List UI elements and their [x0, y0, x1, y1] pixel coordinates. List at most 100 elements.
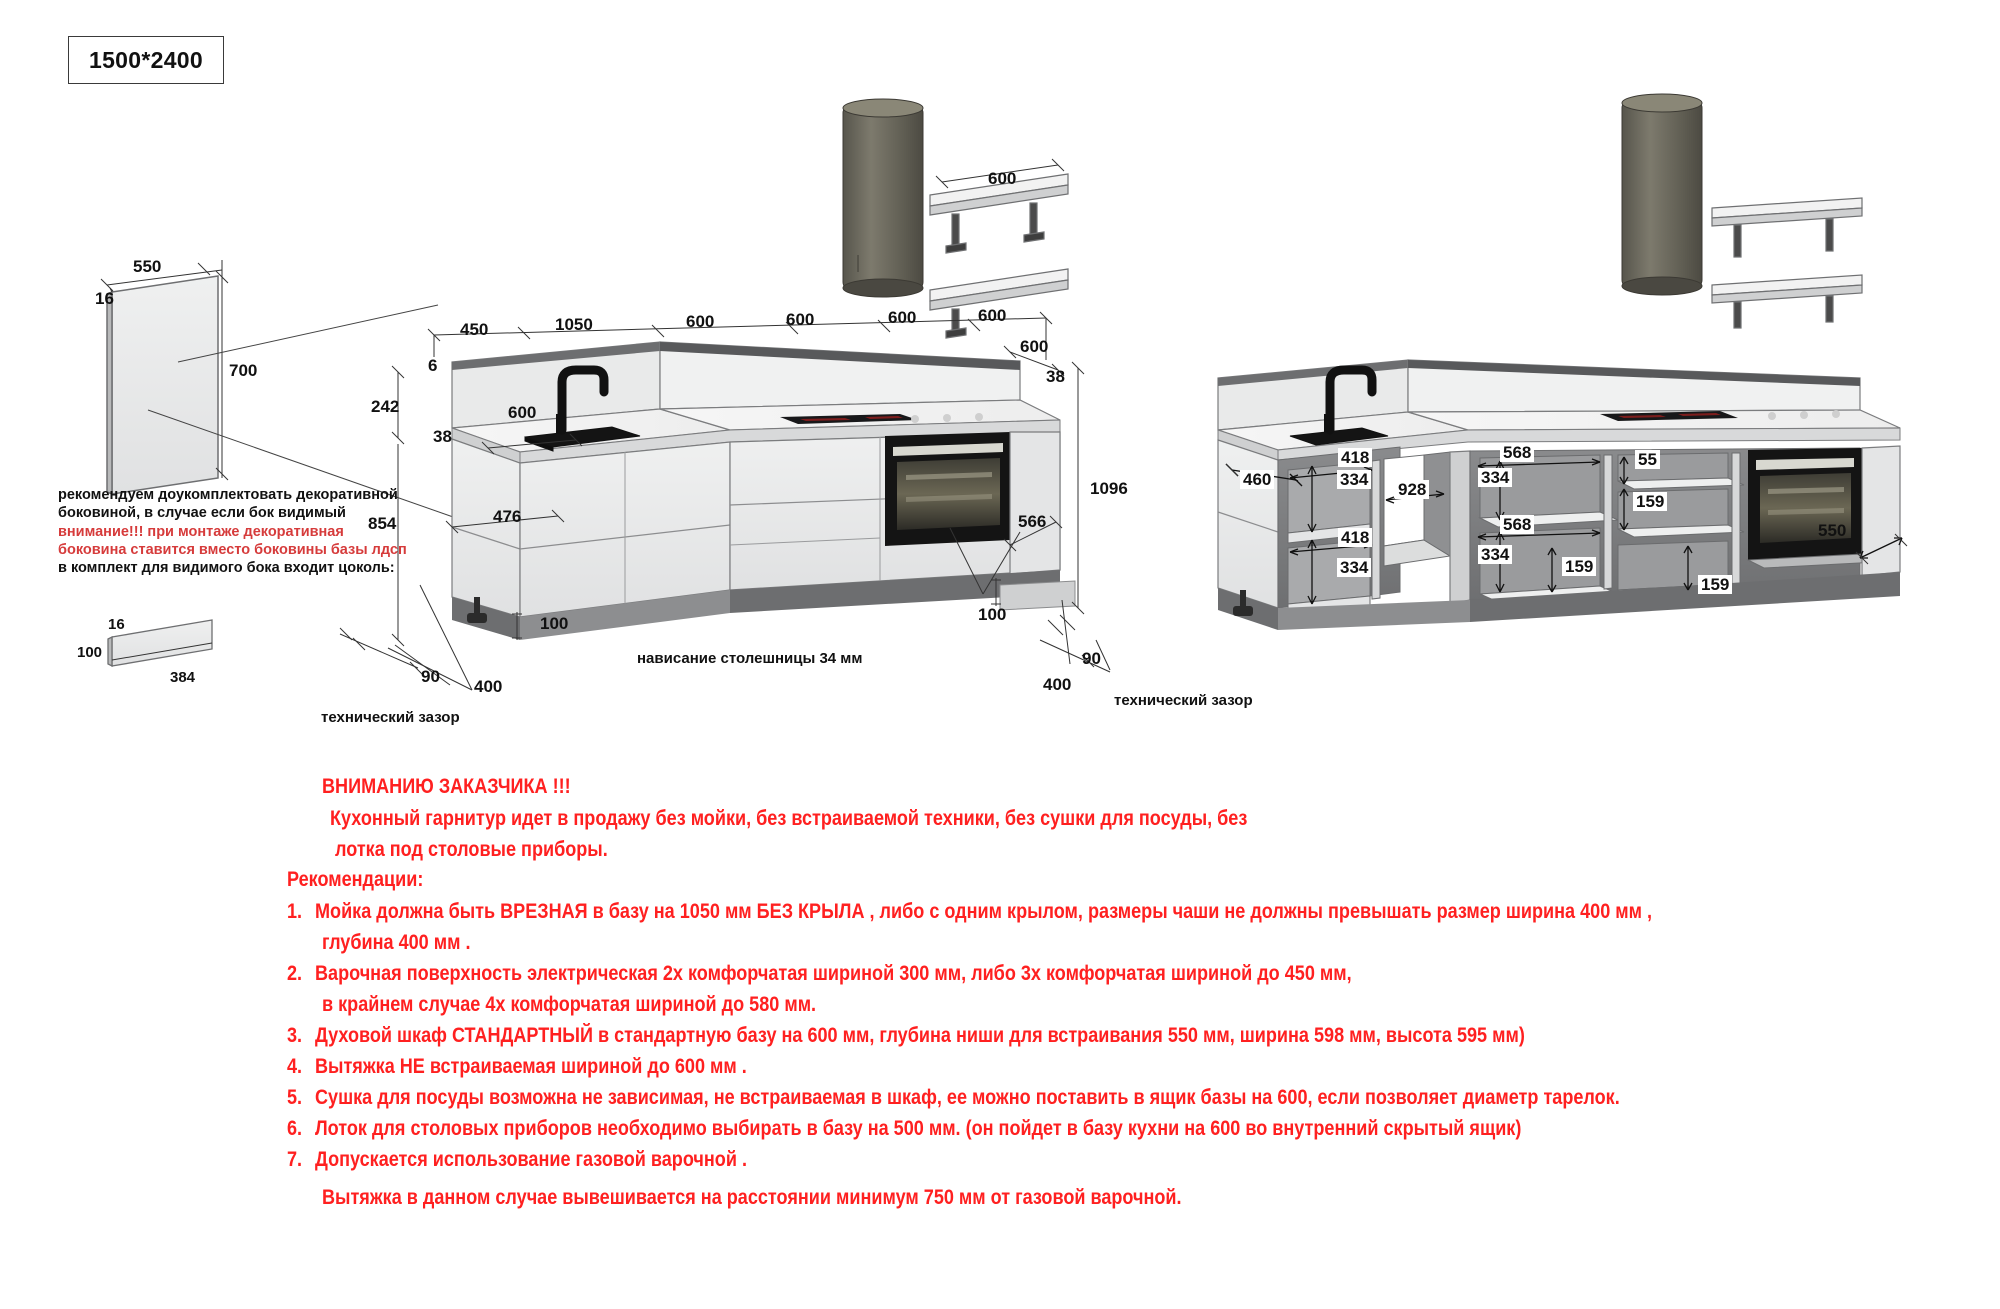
right-dim-334-top: 334	[1337, 470, 1372, 489]
left-dim-854: 854	[368, 514, 397, 533]
corner-void	[1383, 454, 1425, 547]
tech-gap-label-left: технический зазор	[321, 709, 460, 726]
rec-7-line-1: Допускается использование газовой варочн…	[315, 1148, 747, 1171]
drawing-title-box: 1500*2400	[68, 36, 224, 84]
panel-height-dim: 700	[229, 361, 258, 380]
cooktop-right	[1600, 411, 1738, 421]
left-dim-38-left: 38	[433, 427, 452, 446]
left-dim-1050: 1050	[555, 315, 593, 334]
panel-width-dim: 550	[133, 257, 162, 276]
hood-width-dim: 600	[988, 169, 1017, 188]
note-line-5: в комплект для видимого бока входит цоко…	[58, 560, 395, 576]
recommendations-title: Рекомендации:	[287, 868, 424, 891]
left-dim-6: 6	[428, 356, 438, 375]
right-gap-400: 400	[1043, 675, 1072, 694]
right-dim-568-top: 568	[1500, 443, 1535, 462]
range-hood-left	[842, 98, 924, 298]
countertop-left-right-view	[1217, 411, 1469, 451]
base-right-run	[729, 431, 1061, 591]
wall-shelf-lower-right	[1711, 274, 1863, 329]
rec-5-num: 5.	[287, 1086, 303, 1109]
note-line-2: боковиной, в случае если бок видимый	[58, 505, 346, 521]
faucet-handle-left	[556, 414, 565, 434]
rec-2-line-1: Варочная поверхность электрическая 2х ко…	[315, 962, 1352, 985]
note-line-1: рекомендуем доукомплектовать декоративно…	[58, 487, 398, 503]
right-gap-90: 90	[1082, 649, 1101, 668]
faucet-left	[557, 365, 609, 435]
countertop-overhang-note: нависание столешницы 34 мм	[637, 650, 863, 667]
right-dim-418-bottom: 418	[1338, 528, 1373, 547]
right-dim-55: 55	[1635, 450, 1660, 469]
rec-3-line-1: Духовой шкаф СТАНДАРТНЫЙ в стандартную б…	[315, 1024, 1525, 1047]
rec-7-line-2: Вытяжка в данном случае вывешивается на …	[322, 1186, 1182, 1209]
countertop-right-right-view	[1407, 409, 1901, 431]
oven-left	[885, 413, 1010, 546]
rec-7-num: 7.	[287, 1148, 303, 1171]
left-dim-600-b: 600	[786, 310, 815, 329]
right-dim-334-bottom: 334	[1337, 558, 1372, 577]
right-dim-159-a: 159	[1633, 492, 1668, 511]
backsplash-left-leg-right-view	[1217, 359, 1409, 431]
faucet-right	[1325, 365, 1377, 435]
left-gap-400: 400	[474, 677, 503, 696]
note-line-4-warning: боковина ставится вместо боковины базы л…	[58, 542, 407, 558]
note-line-3-warning: внимание!!! при монтаже декоративная	[58, 524, 344, 540]
base-left-front-right-view	[1217, 439, 1279, 609]
left-dim-242: 242	[371, 397, 400, 416]
left-dim-100-left: 100	[540, 614, 569, 633]
left-dim-1096: 1096	[1090, 479, 1128, 498]
left-dim-600-d: 600	[978, 306, 1007, 325]
right-dim-928: 928	[1395, 480, 1430, 499]
panel-thickness-dim: 16	[95, 289, 114, 308]
customer-notice-line-2: лотка под столовые приборы.	[335, 838, 608, 861]
rec-1-line-2: глубина 400 мм .	[322, 931, 471, 954]
plinth-right-run	[730, 570, 1060, 613]
right-dim-334-shelf-top: 334	[1478, 468, 1513, 487]
backsplash-right-leg-right-view	[1407, 359, 1861, 413]
tech-gap-label-right: технический зазор	[1114, 692, 1253, 709]
rec-2-num: 2.	[287, 962, 303, 985]
rec-6-line-1: Лоток для столовых приборов необходимо в…	[315, 1117, 1522, 1140]
rec-1-line-1: Мойка должна быть ВРЕЗНАЯ в базу на 1050…	[315, 900, 1653, 923]
plinth-thickness-dim: 16	[108, 616, 125, 633]
plinth-right-view-run	[1470, 572, 1900, 622]
rec-4-num: 4.	[287, 1055, 303, 1078]
base-left-leg-front	[451, 438, 521, 618]
rec-6-num: 6.	[287, 1117, 303, 1140]
left-dim-100-right: 100	[978, 605, 1007, 624]
rec-2-line-2: в крайнем случае 4х комфорчатая шириной …	[322, 993, 817, 1016]
customer-notice-heading: ВНИМАНИЮ ЗАКАЗЧИКА !!!	[322, 775, 571, 798]
wall-shelf-upper-right	[1711, 197, 1863, 258]
plinth-length-dim: 384	[170, 669, 196, 686]
left-dim-600-a: 600	[686, 312, 715, 331]
cabinet-leg-left	[467, 597, 487, 623]
left-dim-450: 450	[460, 320, 489, 339]
right-dim-334-shelf-bottom: 334	[1478, 545, 1513, 564]
rec-1-num: 1.	[287, 900, 303, 923]
left-dim-600-c: 600	[888, 308, 917, 327]
dimension-arrows-right	[1225, 456, 1903, 605]
left-dim-depth-600: 600	[1020, 337, 1049, 356]
rec-4-line-1: Вытяжка НЕ встраиваемая шириной до 600 м…	[315, 1055, 747, 1078]
right-dim-418-top: 418	[1338, 448, 1373, 467]
plinth-left-leg	[452, 597, 520, 640]
left-dim-476: 476	[493, 507, 522, 526]
right-dim-550: 550	[1818, 521, 1847, 540]
countertop-right-leg	[659, 399, 1061, 431]
sink-left	[524, 426, 641, 452]
left-dim-600-depth-counter: 600	[508, 403, 537, 422]
plinth-height-dim: 100	[77, 644, 103, 661]
rec-3-num: 3.	[287, 1024, 303, 1047]
left-dim-38-right: 38	[1046, 367, 1065, 386]
decorative-panel-detail	[106, 275, 219, 496]
left-dim-566: 566	[1018, 512, 1047, 531]
range-hood-right	[1621, 93, 1703, 296]
backsplash-right-leg	[659, 341, 1021, 410]
rec-5-line-1: Сушка для посуды возможна не зависимая, …	[315, 1086, 1620, 1109]
cooktop-left	[780, 414, 918, 424]
base-left-leg-side	[519, 441, 731, 618]
left-gap-90: 90	[421, 667, 440, 686]
wall-shelf-lower-left	[929, 268, 1069, 339]
